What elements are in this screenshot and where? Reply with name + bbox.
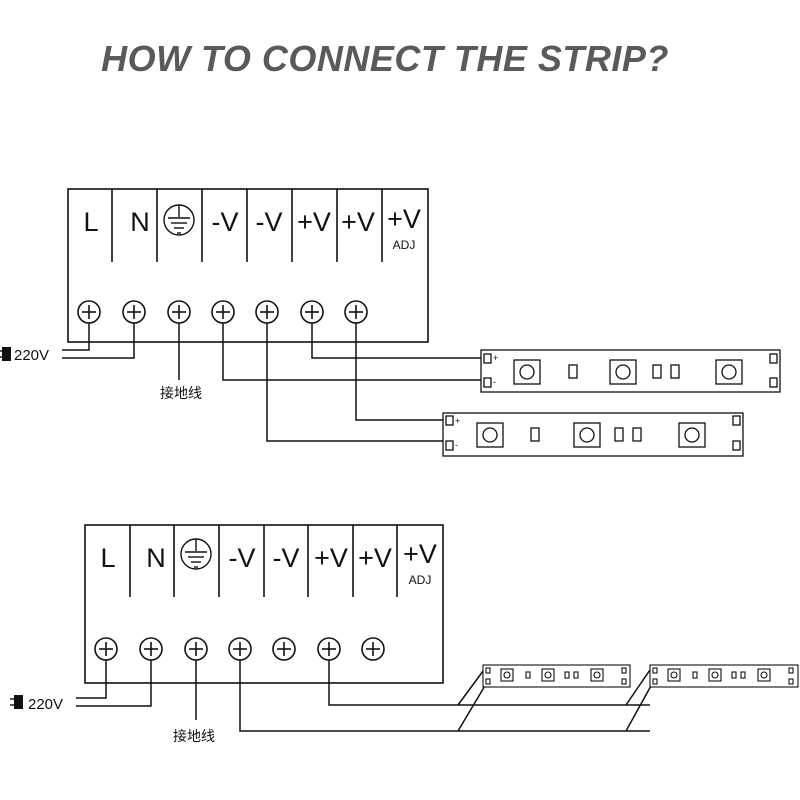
terminal-label-plus-v-adj: +V: [403, 539, 437, 569]
resistor-icon: [652, 364, 662, 379]
led-strip-3: [482, 664, 631, 688]
screw-terminal-icon: [122, 300, 146, 324]
screw-terminal-icon: [344, 300, 368, 324]
led-strip-2: [442, 412, 744, 457]
terminal-labels-2: L N -V -V +V +V +V ADJ: [100, 539, 436, 587]
input-voltage-label: 220V: [14, 347, 49, 364]
led-chip-icon: [500, 668, 514, 682]
terminal-label-plus-v: +V: [297, 207, 331, 237]
screw-terminal-icon: [361, 637, 385, 661]
led-chip-icon: [573, 422, 601, 448]
power-supply-1: [67, 188, 429, 343]
wires-2: [76, 660, 653, 732]
terminal-label-plus-v-adj: +V: [387, 204, 421, 234]
led-chip-icon: [609, 359, 637, 385]
resistor-icon: [614, 427, 624, 442]
resistor-icon: [573, 671, 579, 679]
led-strip-4: [649, 664, 799, 688]
terminal-label-minus-v: -V: [212, 207, 239, 237]
resistor-icon: [670, 364, 680, 379]
led-chip-icon: [476, 422, 504, 448]
terminal-label-minus-v: -V: [229, 543, 256, 573]
terminal-label-minus-v: -V: [256, 207, 283, 237]
strip-plus-label: +: [493, 353, 498, 363]
screw-terminal-icon: [300, 300, 324, 324]
led-chip-icon: [541, 668, 555, 682]
terminal-label-n: N: [130, 207, 150, 237]
terminal-label-plus-v: +V: [358, 543, 392, 573]
screw-terminal-icon: [184, 637, 208, 661]
terminal-labels-1: L N -V -V +V +V +V ADJ: [83, 204, 420, 252]
led-strip-1: [480, 349, 781, 393]
resistor-icon: [564, 671, 570, 679]
terminal-label-minus-v: -V: [273, 543, 300, 573]
terminal-label-plus-v: +V: [314, 543, 348, 573]
earth-ground-icon: [180, 538, 212, 570]
led-chip-icon: [590, 668, 604, 682]
led-chip-icon: [757, 668, 771, 682]
page-title: HOW TO CONNECT THE STRIP?: [101, 38, 669, 79]
screw-terminal-icon: [139, 637, 163, 661]
ground-wire-label: 接地线: [160, 385, 202, 401]
adj-label: ADJ: [393, 238, 416, 252]
wires-1: [62, 323, 483, 442]
terminal-label-l: L: [83, 207, 98, 237]
input-voltage-label: 220V: [28, 696, 63, 713]
screw-terminal-icon: [167, 300, 191, 324]
strip-minus-label: -: [493, 377, 496, 387]
screw-terminal-icon: [255, 300, 279, 324]
led-chip-icon: [708, 668, 722, 682]
power-supply-2: [84, 524, 444, 684]
screw-terminal-icon: [228, 637, 252, 661]
adj-label: ADJ: [409, 573, 432, 587]
strip-minus-label: -: [455, 440, 458, 450]
resistor-icon: [731, 671, 737, 679]
resistor-icon: [525, 671, 531, 679]
screw-terminal-icon: [211, 300, 235, 324]
ground-wire-label: 接地线: [173, 728, 215, 744]
screw-terminal-icon: [94, 637, 118, 661]
resistor-icon: [530, 427, 540, 442]
resistor-icon: [692, 671, 698, 679]
led-chip-icon: [715, 359, 743, 385]
screw-terminal-icon: [272, 637, 296, 661]
power-plug-icon: [10, 695, 23, 709]
led-chip-icon: [678, 422, 706, 448]
led-chip-icon: [667, 668, 681, 682]
resistor-icon: [740, 671, 746, 679]
terminal-label-n: N: [146, 543, 166, 573]
screw-terminal-icon: [317, 637, 341, 661]
screw-terminal-icon: [77, 300, 101, 324]
screw-terminals-2: [94, 637, 385, 661]
screw-terminals-1: [77, 300, 368, 324]
resistor-icon: [632, 427, 642, 442]
earth-ground-icon: [163, 204, 195, 236]
power-plug-icon: [0, 347, 11, 361]
resistor-icon: [568, 364, 578, 379]
strip-plus-label: +: [455, 416, 460, 426]
terminal-label-l: L: [100, 543, 115, 573]
led-chip-icon: [513, 359, 541, 385]
terminal-label-plus-v: +V: [341, 207, 375, 237]
